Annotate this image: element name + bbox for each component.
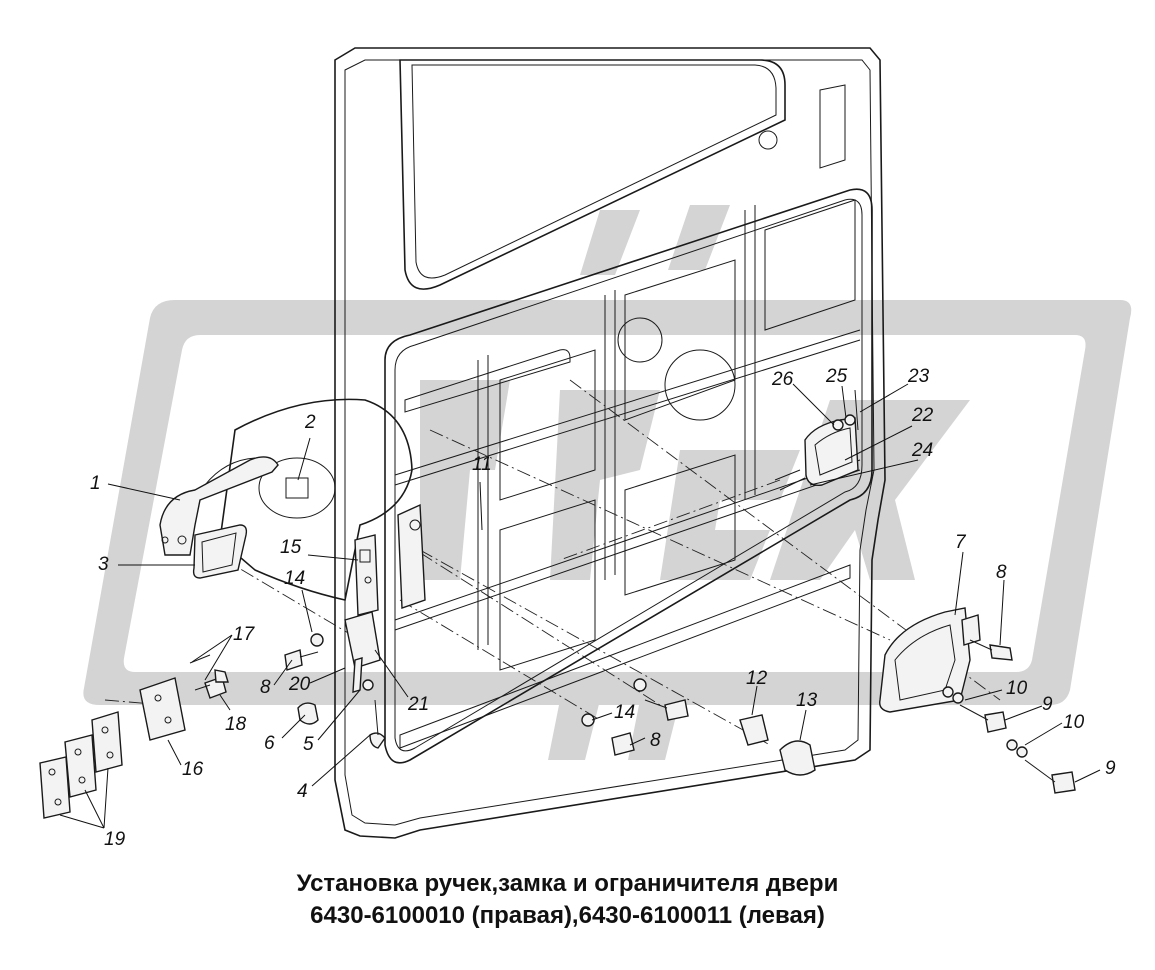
callout-10a: 10	[1006, 678, 1028, 699]
callout-12: 12	[746, 668, 768, 689]
callout-14b: 14	[284, 568, 305, 589]
callout-20: 20	[288, 674, 311, 695]
leader-lines	[59, 383, 1101, 829]
callout-21: 21	[407, 694, 429, 715]
callout-14a: 14	[614, 702, 635, 723]
caption-line-2: 6430-6100010 (правая),6430-6100011 (лева…	[310, 902, 825, 929]
callout-8b: 8	[260, 677, 271, 698]
callout-8a: 8	[996, 562, 1007, 583]
callout-labels: 1 2 3 4 5 6 7 8 8 8 9 9 10 10 11 12 13 1…	[90, 366, 1116, 850]
callout-3: 3	[98, 554, 109, 575]
callout-2: 2	[304, 412, 316, 433]
callout-22: 22	[911, 405, 934, 426]
callout-8c: 8	[650, 730, 661, 751]
door-panel	[334, 47, 886, 839]
part-striker	[39, 677, 186, 819]
callout-16: 16	[182, 759, 204, 780]
part-inner-handle	[879, 607, 981, 713]
callout-5: 5	[303, 734, 314, 755]
callout-10b: 10	[1063, 712, 1085, 733]
part-fasteners	[189, 469, 1076, 794]
callout-6: 6	[264, 733, 275, 754]
caption-line-1: Установка ручек,замка и ограничителя две…	[296, 870, 839, 897]
callout-25: 25	[825, 366, 848, 387]
part-inner-latch	[804, 389, 859, 486]
detail-magnifier	[219, 398, 413, 601]
part-gasket	[192, 524, 248, 579]
part-lock	[354, 503, 426, 616]
callout-11: 11	[472, 454, 492, 475]
callout-17: 17	[233, 624, 256, 645]
callout-24: 24	[911, 440, 933, 461]
callout-15: 15	[280, 537, 302, 558]
callout-9b: 9	[1105, 758, 1116, 779]
part-limiter	[344, 611, 381, 693]
diagram-caption: Установка ручек,замка и ограничителя две…	[0, 868, 1155, 932]
callout-1: 1	[90, 473, 101, 494]
callout-4: 4	[297, 781, 308, 802]
callout-19: 19	[104, 829, 126, 850]
callout-7: 7	[955, 532, 967, 553]
callout-18: 18	[225, 714, 247, 735]
part-outer-handle	[159, 456, 279, 556]
callout-13: 13	[796, 690, 818, 711]
callout-26: 26	[771, 369, 794, 390]
callout-23: 23	[907, 366, 930, 387]
callout-9a: 9	[1042, 694, 1053, 715]
